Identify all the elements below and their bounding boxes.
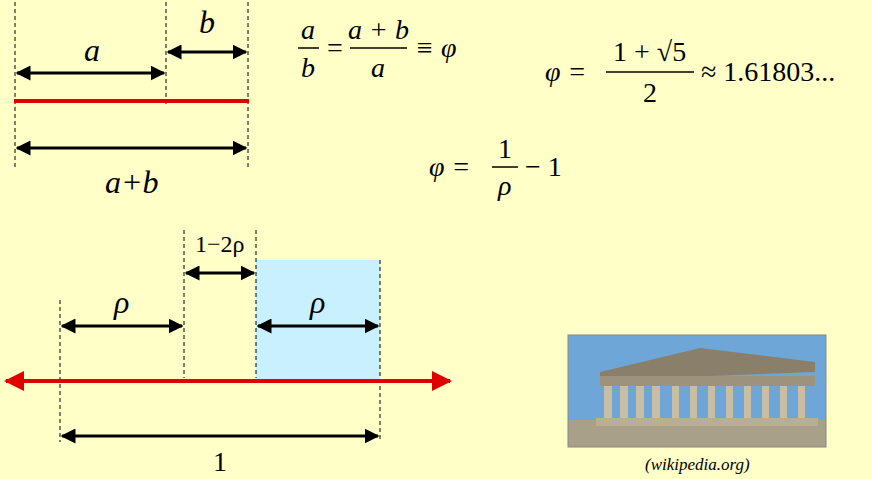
formula-label: b <box>301 54 315 82</box>
guide-lines <box>60 230 380 442</box>
formula-label: − 1 <box>525 153 562 181</box>
formula-label: b <box>199 6 215 38</box>
dimension-arrows <box>17 52 246 148</box>
formula-label: ≡ φ <box>415 34 456 62</box>
parthenon-photo <box>568 335 826 447</box>
formula-label: ρ <box>498 172 511 200</box>
formula-label: = <box>327 34 343 62</box>
formula-label: ≈ 1.61803... <box>701 58 835 86</box>
formula-label: 1 + √5 <box>613 38 686 66</box>
formula-label: φ = <box>429 153 470 181</box>
formula-label: (wikipedia.org) <box>645 456 750 473</box>
segment-line <box>14 99 249 103</box>
formula-label: φ = <box>545 58 586 86</box>
formula-label: a + b <box>348 16 409 44</box>
formula-label: a <box>371 54 385 82</box>
highlight-square <box>256 260 380 381</box>
formula-label: ρ <box>114 286 129 318</box>
guide-lines <box>15 2 248 168</box>
formula-label: a <box>84 34 100 66</box>
dimension-arrows <box>62 273 378 436</box>
formula-label: a <box>301 16 315 44</box>
formula-label: 1−2ρ <box>195 232 245 256</box>
formula-label: 1 <box>498 135 512 163</box>
formula-label: ρ <box>310 286 325 318</box>
number-line <box>6 379 450 383</box>
formula-label: 2 <box>643 79 657 107</box>
formula-label: 1 <box>213 448 227 476</box>
formula-label: a+b <box>105 166 159 198</box>
